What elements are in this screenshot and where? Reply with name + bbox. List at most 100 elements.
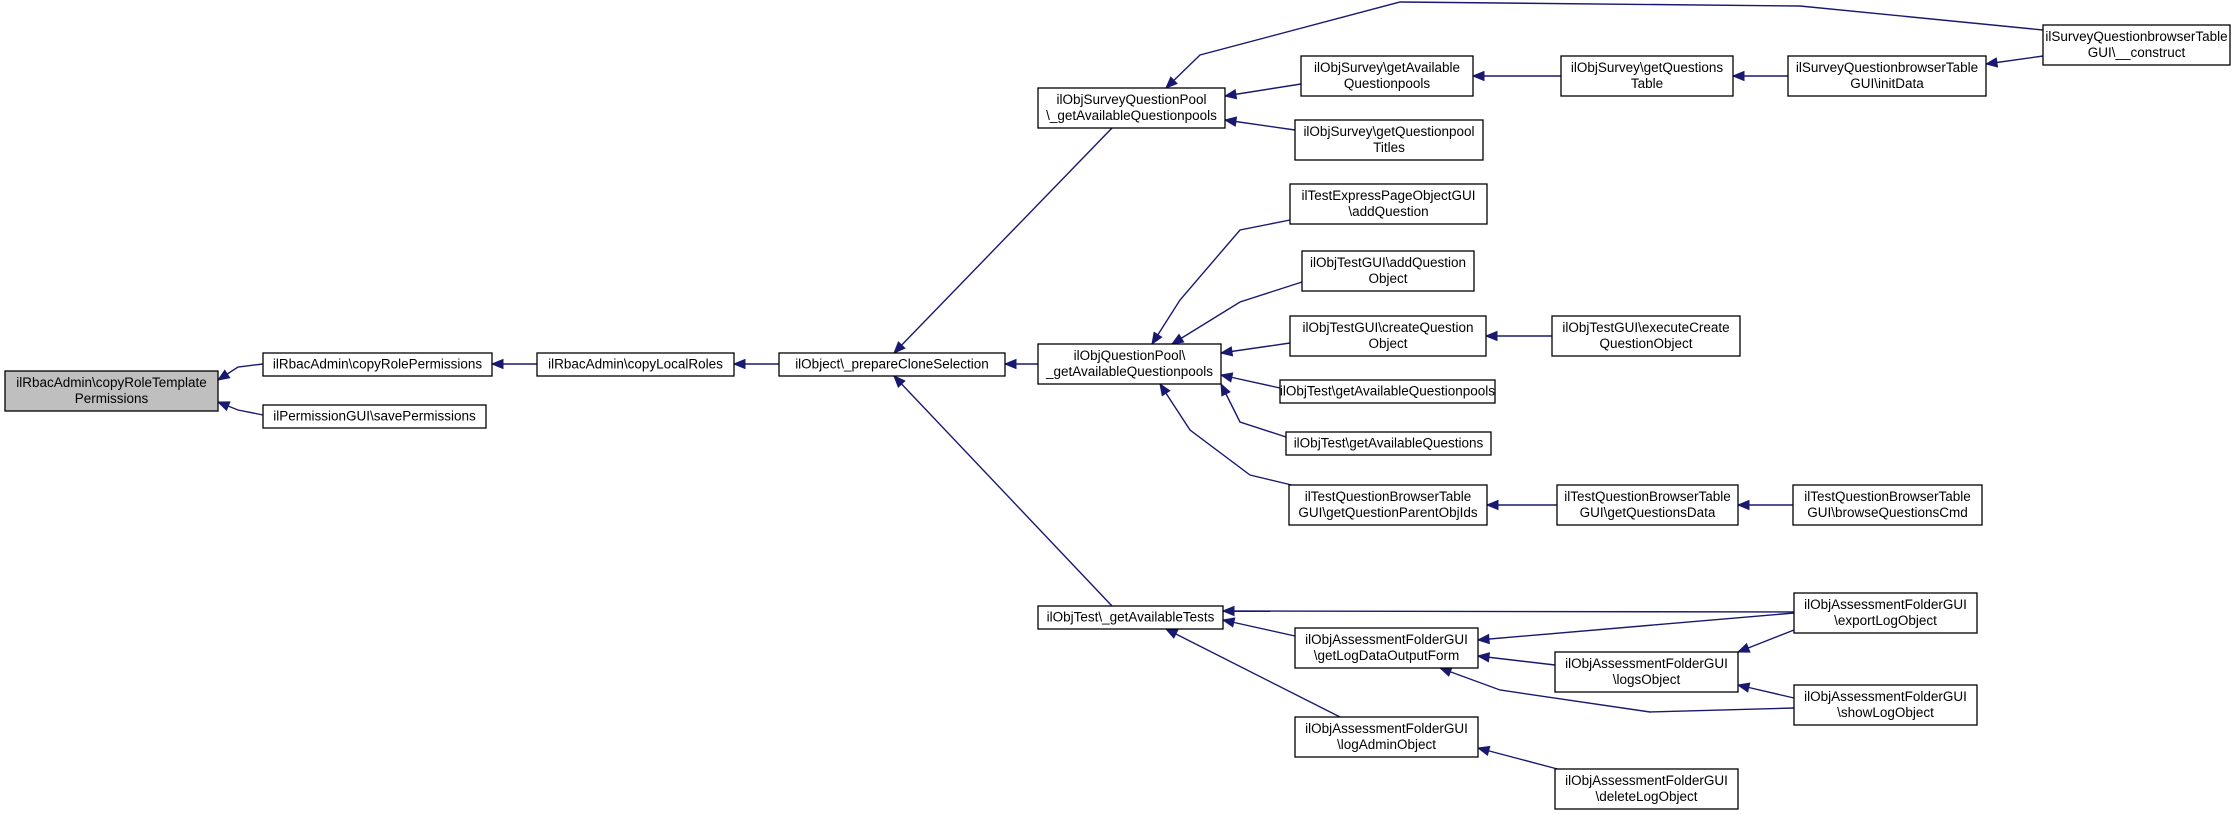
edge-survey-qp-to-prepare-clone-selection xyxy=(893,127,1113,354)
node-box xyxy=(1294,627,1479,669)
arrowhead xyxy=(1731,70,1745,82)
edge-af-export-log-object-to-available-tests xyxy=(1221,605,1795,617)
edge-obj-test-get-avail-questions-to-question-pool xyxy=(1220,382,1287,438)
node-label-line: \showLogObject xyxy=(1837,705,1934,720)
node-obj-test-get-avail-qp[interactable]: ilObjTest\getAvailableQuestionpools xyxy=(1279,379,1496,404)
node-save-permissions[interactable]: ilPermissionGUI\savePermissions xyxy=(262,404,487,429)
node-label-line: ilTestExpressPageObjectGUI xyxy=(1301,188,1475,203)
node-af-export-log-object[interactable]: ilObjAssessmentFolderGUI\exportLogObject xyxy=(1793,592,1978,634)
node-box xyxy=(778,352,1006,377)
node-box xyxy=(1554,768,1739,810)
node-obj-test-get-avail-questions[interactable]: ilObjTest\getAvailableQuestions xyxy=(1285,431,1492,456)
arrowhead xyxy=(1164,628,1179,639)
node-label-line: ilObject\_prepareCloneSelection xyxy=(795,357,989,372)
node-prepare-clone-selection[interactable]: ilObject\_prepareCloneSelection xyxy=(778,352,1006,377)
node-question-pool[interactable]: ilObjQuestionPool\_getAvailableQuestionp… xyxy=(1037,343,1222,385)
edge-save-permissions-to-copy-role-template-permissions xyxy=(216,401,264,416)
node-box xyxy=(1289,183,1488,225)
edge-line xyxy=(1439,667,1795,713)
node-label-line: ilPermissionGUI\savePermissions xyxy=(273,409,476,424)
node-label-line: ilObjQuestionPool\ xyxy=(1074,348,1186,363)
node-label-line: ilRbacAdmin\copyRoleTemplate xyxy=(16,375,207,390)
node-survey-qbtconstruct[interactable]: ilSurveyQuestionbrowserTableGUI\__constr… xyxy=(2042,24,2231,66)
edge-obj-test-gui-create-question-object-to-question-pool xyxy=(1219,342,1291,357)
node-box xyxy=(1787,55,1987,97)
node-label-line: Permissions xyxy=(75,391,149,406)
node-label-line: \_getAvailableQuestionpools xyxy=(1046,108,1217,123)
node-survey-get-avail-qp[interactable]: ilObjSurvey\getAvailableQuestionpools xyxy=(1300,55,1474,97)
node-box xyxy=(1285,431,1492,456)
arrowhead xyxy=(893,375,906,388)
node-label-line: ilObjAssessmentFolderGUI xyxy=(1565,656,1728,671)
node-label-line: \deleteLogObject xyxy=(1595,789,1697,804)
node-label-line: ilRbacAdmin\copyRolePermissions xyxy=(273,357,483,372)
edge-line xyxy=(893,375,1113,607)
node-label-line: ilObjTest\getAvailableQuestions xyxy=(1294,436,1484,451)
edge-line xyxy=(1224,83,1302,97)
node-label-line: ilSurveyQuestionbrowserTable xyxy=(1796,60,1978,75)
node-box xyxy=(1279,379,1496,404)
node-af-show-log-object[interactable]: ilObjAssessmentFolderGUI\showLogObject xyxy=(1793,684,1978,726)
node-label-line: ilObjSurvey\getQuestionpool xyxy=(1303,124,1474,139)
node-box xyxy=(1037,343,1222,385)
arrowhead xyxy=(1736,642,1751,653)
edge-line xyxy=(1220,383,1287,438)
node-label-line: ilObjTest\_getAvailableTests xyxy=(1047,610,1215,625)
node-label-line: \addQuestion xyxy=(1348,204,1428,219)
node-af-get-log-data-output-form[interactable]: ilObjAssessmentFolderGUI\getLogDataOutpu… xyxy=(1294,627,1479,669)
node-box xyxy=(4,370,219,412)
edge-line xyxy=(1165,1,2044,89)
edge-line xyxy=(1220,342,1291,354)
node-label-line: ilObjTestGUI\executeCreate xyxy=(1562,320,1729,335)
arrowhead xyxy=(1736,499,1750,511)
node-box xyxy=(1560,55,1734,97)
arrowhead xyxy=(1221,617,1236,628)
node-survey-qp[interactable]: ilObjSurveyQuestionPool\_getAvailableQue… xyxy=(1037,87,1226,129)
edge-line xyxy=(1165,628,1341,718)
edge-af-show-log-object-to-af-logs-object xyxy=(1736,682,1795,699)
node-available-tests[interactable]: ilObjTest\_getAvailableTests xyxy=(1037,605,1224,630)
node-label-line: Table xyxy=(1631,76,1663,91)
arrowhead xyxy=(490,358,504,370)
node-tqbt-browse-questions-cmd[interactable]: ilTestQuestionBrowserTableGUI\browseQues… xyxy=(1792,484,1983,526)
node-copy-local-roles[interactable]: ilRbacAdmin\copyLocalRoles xyxy=(536,352,735,377)
node-tqbt-get-questions-data[interactable]: ilTestQuestionBrowserTableGUI\getQuestio… xyxy=(1556,484,1739,526)
edge-line xyxy=(1222,610,1795,613)
node-label-line: Titles xyxy=(1373,140,1405,155)
node-af-log-admin-object[interactable]: ilObjAssessmentFolderGUI\logAdminObject xyxy=(1294,716,1479,758)
edge-line xyxy=(1477,612,1795,641)
node-label-line: ilObjTestGUI\addQuestion xyxy=(1310,255,1466,270)
node-label-line: ilObjAssessmentFolderGUI xyxy=(1305,721,1468,736)
node-label-line: GUI\__construct xyxy=(2088,45,2186,60)
arrowhead xyxy=(1471,70,1485,82)
arrowhead xyxy=(1220,382,1231,397)
node-box xyxy=(1554,651,1739,693)
edge-line xyxy=(893,127,1113,354)
node-box xyxy=(1294,119,1484,161)
node-box xyxy=(1793,684,1978,726)
arrowhead xyxy=(1151,331,1163,346)
node-label-line: \exportLogObject xyxy=(1834,613,1937,628)
node-af-delete-log-object[interactable]: ilObjAssessmentFolderGUI\deleteLogObject xyxy=(1554,768,1739,810)
node-label-line: GUI\getQuestionParentObjIds xyxy=(1298,505,1478,520)
node-tqbt-get-parent-obj-ids[interactable]: ilTestQuestionBrowserTableGUI\getQuestio… xyxy=(1288,484,1488,526)
node-label-line: ilObjAssessmentFolderGUI xyxy=(1305,632,1468,647)
node-af-logs-object[interactable]: ilObjAssessmentFolderGUI\logsObject xyxy=(1554,651,1739,693)
node-copy-role-permissions[interactable]: ilRbacAdmin\copyRolePermissions xyxy=(262,352,493,377)
arrowhead xyxy=(1219,372,1234,383)
node-test-express-add-question[interactable]: ilTestExpressPageObjectGUI\addQuestion xyxy=(1289,183,1488,225)
arrowhead xyxy=(216,401,231,412)
node-box xyxy=(2042,24,2231,66)
edge-af-show-log-object-to-af-get-log-data-output-form xyxy=(1438,667,1795,713)
edge-af-logs-object-to-af-get-log-data-output-form xyxy=(1476,652,1556,666)
arrowhead xyxy=(1003,358,1017,370)
arrowhead xyxy=(1476,745,1491,757)
edge-copy-local-roles-to-copy-role-permissions xyxy=(490,358,537,370)
